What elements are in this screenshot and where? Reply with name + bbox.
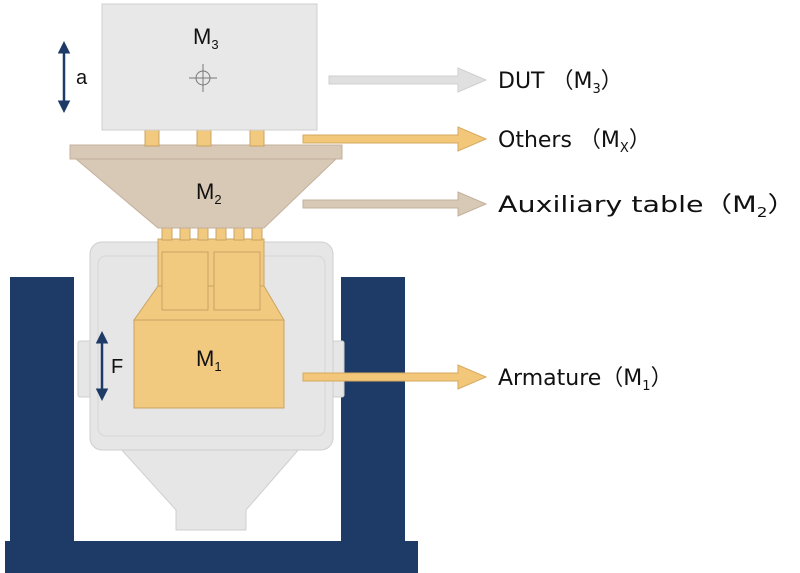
auxiliary-table: M2	[69, 144, 343, 229]
dut-arrow-icon	[328, 67, 488, 93]
armature-shoulder	[133, 285, 285, 321]
armature-slot-right	[213, 251, 261, 311]
acceleration-indicator: a	[57, 41, 88, 113]
frame-base	[5, 541, 418, 573]
fixture-connectors	[144, 129, 265, 147]
dut: M3	[101, 3, 318, 131]
frame-left-pillar	[10, 277, 74, 545]
crosshair-icon	[189, 64, 217, 92]
shaker-bottom-cone	[118, 447, 302, 531]
others-arrow-icon	[302, 126, 488, 152]
support-frame	[5, 277, 418, 573]
frame-right-pillar	[341, 277, 405, 545]
force-symbol: F	[111, 356, 123, 378]
armature-connectors	[161, 227, 263, 241]
force-indicator: F	[95, 331, 123, 401]
others-callout-label: Others （MX）	[498, 128, 651, 156]
armature-main-block	[133, 319, 285, 409]
m3-label: M3	[193, 24, 219, 52]
acceleration-symbol: a	[76, 67, 88, 89]
aux-table-top-plate	[69, 144, 343, 160]
dut-box	[101, 3, 318, 131]
dut-callout-label: DUT （M3）	[498, 69, 623, 97]
aux-table-funnel	[74, 158, 338, 229]
armature: M1	[133, 238, 285, 409]
m2-label: M2	[196, 179, 222, 207]
auxiliary-arrow-icon	[302, 191, 488, 217]
armature-slot-left	[161, 251, 209, 311]
armature-arrow-icon	[302, 364, 488, 390]
armature-callout-label: Armature（M1）	[498, 366, 673, 394]
m1-label: M1	[196, 346, 222, 374]
callout-arrows	[302, 67, 488, 390]
